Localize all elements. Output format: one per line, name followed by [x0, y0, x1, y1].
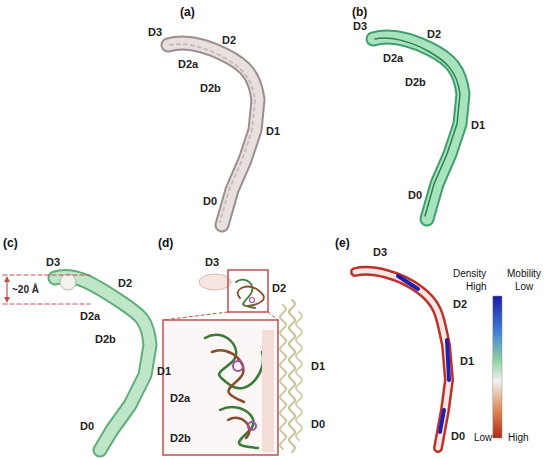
panel-letter: (b): [352, 5, 367, 19]
domain-label: D2b: [405, 76, 426, 89]
colorbar-label: Low: [474, 432, 492, 444]
panel-letter: (d): [158, 236, 173, 250]
domain-label: D1: [311, 360, 325, 373]
panel-letter: (e): [335, 236, 350, 250]
domain-label: D3: [373, 246, 387, 259]
colorbar-label: Density: [453, 268, 486, 280]
domain-label: D1: [157, 365, 171, 378]
colorbar-label: Low: [515, 281, 533, 293]
domain-label: D2: [222, 34, 236, 47]
panel-letter: (a): [180, 5, 195, 19]
domain-label: D1: [266, 125, 280, 138]
colorbar-label: Mobility: [507, 268, 541, 280]
panel-letter: (c): [3, 236, 18, 250]
domain-label: D2: [453, 298, 467, 311]
dimension-label: ~20 Å: [12, 284, 39, 296]
ribbon-model-d: [163, 270, 302, 455]
domain-label: D0: [311, 418, 325, 431]
domain-label: D2b: [170, 432, 191, 445]
domain-label: D1: [471, 119, 485, 132]
domain-label: D2b: [95, 333, 116, 346]
domain-label: D0: [408, 189, 422, 202]
domain-label: D2: [427, 28, 441, 41]
domain-label: D0: [203, 195, 217, 208]
domain-label: D0: [80, 420, 94, 433]
domain-label: D3: [148, 26, 162, 39]
colorbar-label: High: [466, 281, 487, 293]
density-map-b: [373, 37, 463, 219]
domain-label: D3: [353, 20, 367, 33]
domain-label: D2a: [178, 58, 198, 71]
domain-label: D2a: [80, 310, 100, 323]
density-map-c: [3, 274, 150, 450]
colorbar-label: High: [508, 432, 529, 444]
domain-label: D2: [118, 277, 132, 290]
domain-label: D2: [272, 282, 286, 295]
domain-label: D2b: [200, 82, 221, 95]
density-map-a: [168, 43, 258, 225]
domain-label: D3: [205, 256, 219, 269]
domain-label: D0: [451, 430, 465, 443]
domain-label: D2a: [170, 392, 190, 405]
domain-label: D3: [46, 256, 60, 269]
mobility-map-e: [355, 271, 502, 448]
domain-label: D2a: [383, 52, 403, 65]
domain-label: D1: [460, 355, 474, 368]
